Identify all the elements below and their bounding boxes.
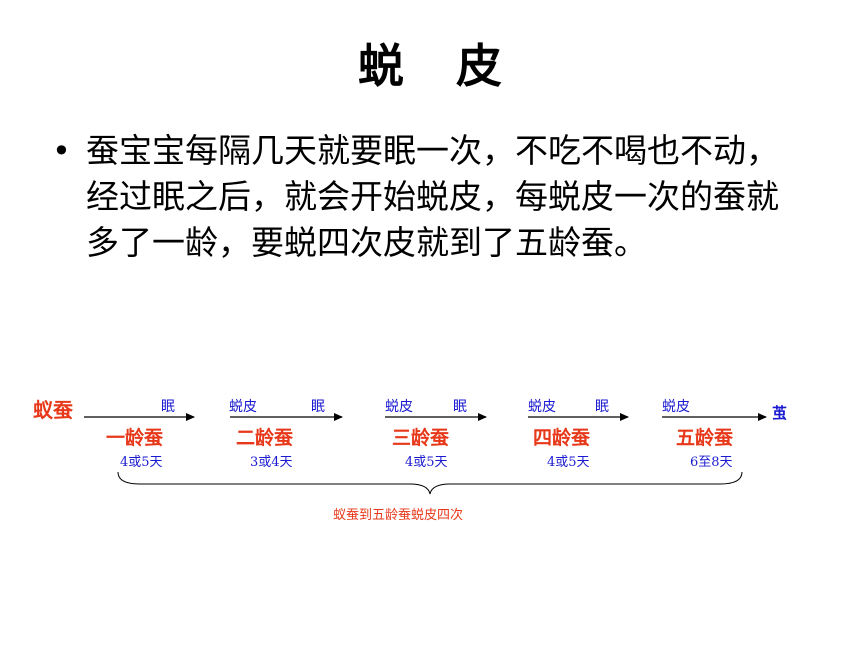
stage-4-duration: 4或5天 — [547, 455, 590, 470]
stage-5-molt-label: 蜕皮 — [662, 399, 690, 415]
stage-1-duration: 4或5天 — [120, 455, 163, 470]
brace-summary-label: 蚁蚕到五龄蚕蜕皮四次 — [333, 507, 463, 523]
title-part-2: 皮 — [456, 39, 502, 93]
stage-4-sleep-label: 眠 — [595, 399, 609, 415]
stage-3-duration: 4或5天 — [405, 455, 448, 470]
stage-2-name: 二龄蚕 — [236, 426, 294, 449]
stage-1-name: 一龄蚕 — [106, 426, 164, 449]
stage-5-duration: 6至8天 — [690, 455, 733, 470]
grouping-brace — [117, 471, 743, 495]
slide-title: 蜕皮 — [0, 30, 860, 96]
stage-4-name: 四龄蚕 — [533, 426, 591, 449]
stage-4-molt-label: 蜕皮 — [528, 399, 556, 415]
stage-5-name: 五龄蚕 — [676, 426, 734, 449]
end-label-cocoon: 茧 — [772, 404, 787, 422]
stage-1-sleep-label: 眠 — [161, 399, 175, 415]
start-label-ant-silkworm: 蚁蚕 — [33, 398, 74, 422]
stage-3-name: 三龄蚕 — [392, 426, 450, 449]
bullet-dot-icon: • — [52, 132, 71, 170]
title-part-1: 蜕 — [358, 39, 404, 93]
stage-3-sleep-label: 眠 — [453, 399, 467, 415]
stage-3-molt-label: 蜕皮 — [385, 399, 413, 415]
bullet-text: 蚕宝宝每隔几天就要眠一次，不吃不喝也不动，经过眠之后，就会开始蜕皮，每蜕皮一次的… — [86, 131, 779, 262]
stage-2-molt-label: 蜕皮 — [229, 399, 257, 415]
molting-diagram: 蚁蚕 茧 蜕皮 蜕皮 蜕皮 蜕皮 眠 眠 眠 眠 一龄蚕 二龄蚕 三龄蚕 四龄蚕… — [33, 398, 787, 523]
stage-2-duration: 3或4天 — [250, 455, 293, 470]
stage-2-sleep-label: 眠 — [311, 399, 325, 415]
